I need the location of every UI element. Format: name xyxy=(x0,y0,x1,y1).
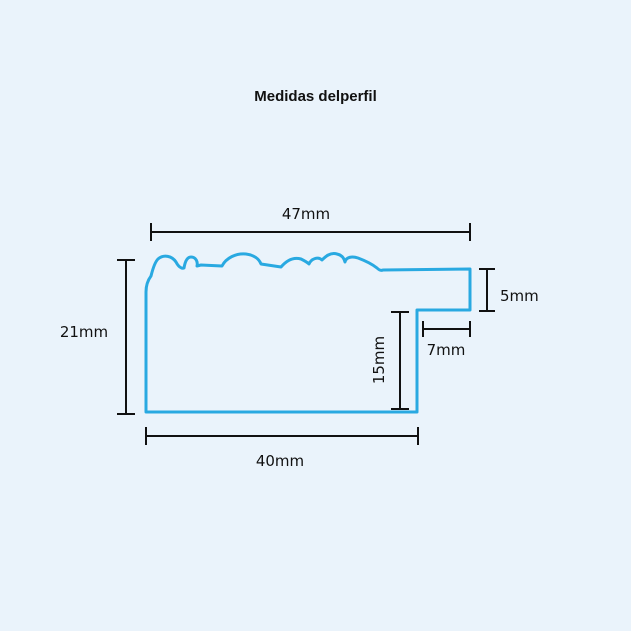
label-step-width: 7mm xyxy=(427,341,466,359)
dimension-total-height: 21mm xyxy=(60,259,135,415)
diagram-title: Medidas delperfil xyxy=(254,88,377,105)
label-bottom-width: 40mm xyxy=(256,452,304,470)
label-top-width: 47mm xyxy=(282,205,330,223)
dimension-lower-height: 15mm xyxy=(370,311,409,410)
label-step-height: 5mm xyxy=(500,287,539,305)
dimension-bottom-width: 40mm xyxy=(145,427,419,470)
dimension-step-height: 5mm xyxy=(479,268,539,312)
dimension-top-width: 47mm xyxy=(150,205,471,241)
profile-outline xyxy=(144,252,472,414)
dimension-step-width: 7mm xyxy=(422,321,471,359)
label-total-height: 21mm xyxy=(60,323,108,341)
label-lower-height: 15mm xyxy=(370,336,388,384)
